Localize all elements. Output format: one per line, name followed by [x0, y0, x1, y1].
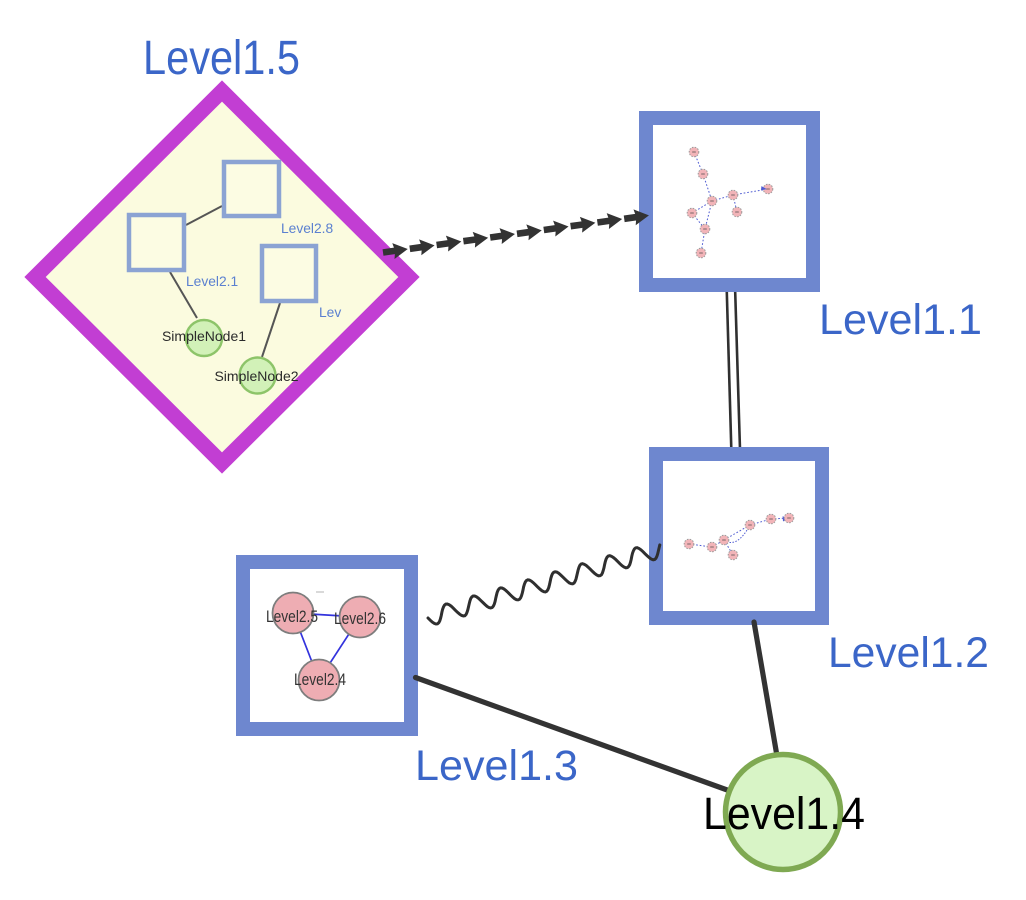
- svg-text:Level1.3: Level1.3: [415, 742, 578, 790]
- svg-text:Level1.1: Level1.1: [819, 296, 982, 344]
- svg-text:Level2.6: Level2.6: [334, 609, 386, 628]
- svg-text:SimpleNode1: SimpleNode1: [162, 328, 246, 344]
- svg-text:Level1.5: Level1.5: [143, 31, 300, 85]
- svg-text:Level2.5: Level2.5: [266, 607, 318, 626]
- svg-text:Level2.8: Level2.8: [281, 221, 333, 236]
- svg-text:Lev: Lev: [319, 305, 341, 320]
- svg-text:Level1.4: Level1.4: [703, 788, 865, 839]
- svg-text:Level2.4: Level2.4: [294, 670, 346, 689]
- svg-text:SimpleNode2: SimpleNode2: [214, 368, 298, 384]
- svg-text:Level1.2: Level1.2: [828, 629, 989, 677]
- svg-text:Level2.1: Level2.1: [186, 274, 238, 289]
